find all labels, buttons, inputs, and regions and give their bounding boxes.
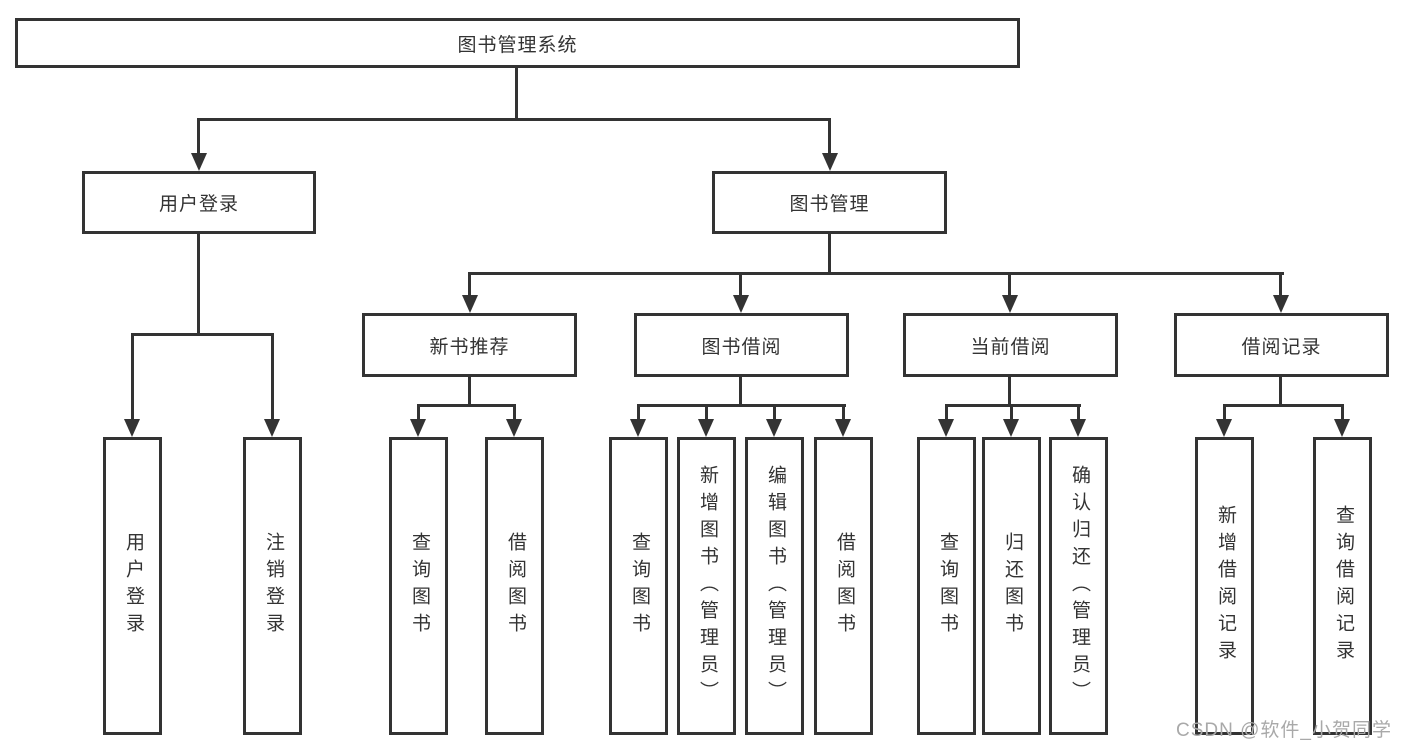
node-current-borrow: 当前借阅: [903, 313, 1118, 377]
line: [637, 404, 846, 407]
leaf-borrow-books-label: 借阅图书: [833, 532, 855, 640]
node-root-label: 图书管理系统: [457, 34, 578, 56]
line: [468, 272, 1284, 275]
arrow-down-icon: [506, 419, 522, 437]
leaf-logout: 注销登录: [243, 437, 302, 735]
line: [945, 404, 1081, 407]
line: [705, 404, 708, 421]
leaf-query-borrow-record: 查询借阅记录: [1313, 437, 1372, 735]
line: [417, 404, 420, 421]
node-root: 图书管理系统: [15, 18, 1020, 68]
leaf-query-books-borrow: 查询图书: [609, 437, 668, 735]
line: [739, 377, 742, 406]
line: [1008, 377, 1011, 406]
node-user-login-label: 用户登录: [158, 194, 239, 215]
node-borrow-records: 借阅记录: [1174, 313, 1389, 377]
line: [1077, 404, 1080, 421]
leaf-add-borrow-record-label: 新增借阅记录: [1214, 505, 1236, 667]
line: [739, 272, 742, 297]
watermark: CSDN @软件_小贺同学: [1176, 720, 1392, 741]
arrow-down-icon: [822, 153, 838, 171]
line: [828, 118, 831, 154]
leaf-edit-book-admin-label: 编辑图书（管理员）: [764, 464, 786, 708]
line: [197, 118, 831, 121]
leaf-user-login-label: 用户登录: [122, 532, 144, 640]
arrow-down-icon: [835, 419, 851, 437]
arrow-down-icon: [630, 419, 646, 437]
leaf-borrow-books: 借阅图书: [814, 437, 873, 735]
node-book-borrow-label: 图书借阅: [701, 336, 782, 358]
line: [468, 272, 471, 297]
arrow-down-icon: [124, 419, 140, 437]
line: [271, 333, 274, 421]
leaf-borrow-books-recommend-label: 借阅图书: [504, 532, 526, 640]
line: [417, 404, 516, 407]
node-new-book-recommend: 新书推荐: [362, 313, 577, 377]
arrow-down-icon: [1070, 419, 1086, 437]
line: [131, 333, 274, 336]
leaf-return-book: 归还图书: [982, 437, 1041, 735]
arrow-down-icon: [1003, 419, 1019, 437]
node-book-management-label: 图书管理: [789, 194, 870, 215]
line: [1010, 404, 1013, 421]
line: [1341, 404, 1344, 421]
line: [1223, 404, 1344, 407]
leaf-logout-label: 注销登录: [262, 532, 284, 640]
node-book-management: 图书管理: [712, 171, 947, 234]
leaf-confirm-return-admin-label: 确认归还（管理员）: [1068, 464, 1090, 708]
line: [197, 234, 200, 335]
node-current-borrow-label: 当前借阅: [970, 336, 1051, 358]
leaf-query-books-current: 查询图书: [917, 437, 976, 735]
leaf-query-books-current-label: 查询图书: [936, 532, 958, 640]
line: [131, 333, 134, 421]
leaf-add-book-admin: 新增图书（管理员）: [677, 437, 736, 735]
node-borrow-records-label: 借阅记录: [1241, 336, 1322, 358]
line: [515, 68, 518, 120]
leaf-add-book-admin-label: 新增图书（管理员）: [696, 464, 718, 708]
line: [1223, 404, 1226, 421]
arrow-down-icon: [410, 419, 426, 437]
arrow-down-icon: [1273, 295, 1289, 313]
line: [773, 404, 776, 421]
leaf-add-borrow-record: 新增借阅记录: [1195, 437, 1254, 735]
arrow-down-icon: [1002, 295, 1018, 313]
node-book-borrow: 图书借阅: [634, 313, 849, 377]
line: [513, 404, 516, 421]
leaf-query-books-borrow-label: 查询图书: [628, 532, 650, 640]
arrow-down-icon: [766, 419, 782, 437]
line: [1008, 272, 1011, 297]
leaf-edit-book-admin: 编辑图书（管理员）: [745, 437, 804, 735]
leaf-user-login: 用户登录: [103, 437, 162, 735]
leaf-confirm-return-admin: 确认归还（管理员）: [1049, 437, 1108, 735]
node-new-book-recommend-label: 新书推荐: [429, 336, 510, 358]
line: [197, 118, 200, 154]
line: [637, 404, 640, 421]
arrow-down-icon: [191, 153, 207, 171]
line: [945, 404, 948, 421]
node-user-login: 用户登录: [82, 171, 316, 234]
line: [468, 377, 471, 406]
arrow-down-icon: [264, 419, 280, 437]
line: [1279, 377, 1282, 406]
leaf-query-books-recommend-label: 查询图书: [408, 532, 430, 640]
arrow-down-icon: [733, 295, 749, 313]
leaf-borrow-books-recommend: 借阅图书: [485, 437, 544, 735]
line: [842, 404, 845, 421]
leaf-query-borrow-record-label: 查询借阅记录: [1332, 505, 1354, 667]
arrow-down-icon: [1334, 419, 1350, 437]
line: [1279, 272, 1282, 297]
arrow-down-icon: [938, 419, 954, 437]
leaf-query-books-recommend: 查询图书: [389, 437, 448, 735]
line: [828, 234, 831, 274]
leaf-return-book-label: 归还图书: [1001, 532, 1023, 640]
arrow-down-icon: [462, 295, 478, 313]
arrow-down-icon: [698, 419, 714, 437]
arrow-down-icon: [1216, 419, 1232, 437]
